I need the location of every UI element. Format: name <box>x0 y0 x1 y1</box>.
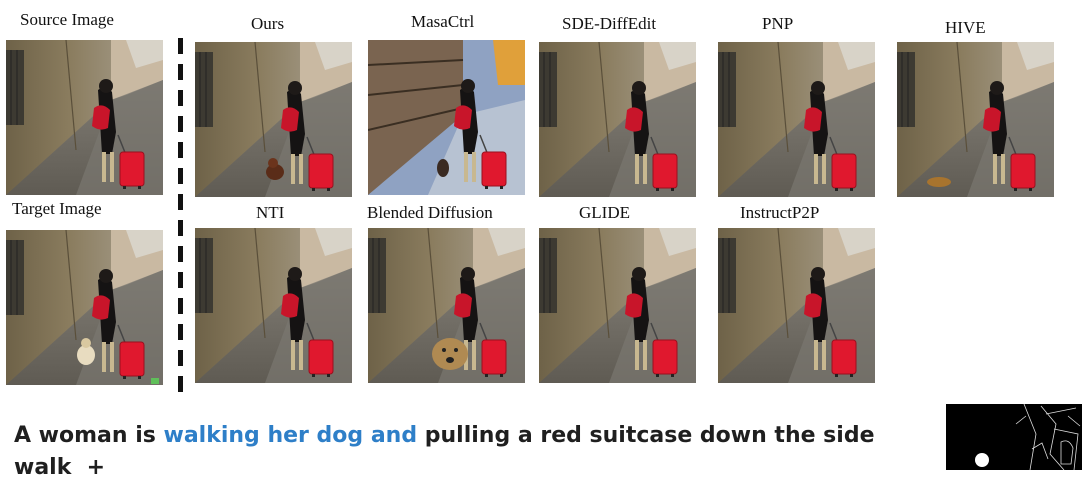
street-scene <box>368 228 525 383</box>
image-source <box>6 40 163 195</box>
image-nti <box>195 228 352 383</box>
label-sde-diffedit: SDE-DiffEdit <box>562 14 657 33</box>
street-scene <box>718 42 875 197</box>
label-blended-diffusion: Blended Diffusion <box>367 203 493 222</box>
mask-edge-map-image <box>946 404 1082 470</box>
street-scene <box>539 228 696 383</box>
image-masactrl <box>368 40 525 195</box>
street-scene <box>6 40 163 195</box>
street-scene <box>539 42 696 197</box>
label-hive: HIVE <box>945 18 986 37</box>
image-sde-diffedit <box>539 42 696 197</box>
street-scene <box>718 228 875 383</box>
caption-highlight: walking her dog and <box>163 423 418 448</box>
edge-map <box>946 404 1082 470</box>
dog-shape <box>266 158 284 180</box>
image-blended-diffusion <box>368 228 525 383</box>
street-scene <box>195 228 352 383</box>
image-target <box>6 230 163 385</box>
image-instructp2p <box>718 228 875 383</box>
label-instructp2p: InstructP2P <box>740 203 820 222</box>
label-source-image: Source Image <box>20 10 114 29</box>
label-ours: Ours <box>251 14 285 33</box>
label-target-image: Target Image <box>12 199 102 218</box>
dog-face-shape <box>432 338 468 370</box>
street-scene <box>6 230 163 385</box>
label-glide: GLIDE <box>579 203 630 222</box>
caption-plus: + <box>71 455 106 480</box>
prompt-caption: A woman is walking her dog and pulling a… <box>14 420 934 484</box>
image-hive <box>897 42 1054 197</box>
label-nti: NTI <box>256 203 285 222</box>
label-masactrl: MasaCtrl <box>411 12 475 31</box>
street-scene <box>897 42 1054 197</box>
image-ours <box>195 42 352 197</box>
street-scene <box>368 40 525 195</box>
image-pnp <box>718 42 875 197</box>
street-scene <box>195 42 352 197</box>
caption-prefix: A woman is <box>14 423 164 448</box>
label-pnp: PNP <box>762 14 794 33</box>
caption-rest: pulling a red suitcase down the side wal… <box>14 423 875 480</box>
dashed-divider <box>178 38 183 402</box>
dog-shape <box>77 338 95 365</box>
image-glide <box>539 228 696 383</box>
